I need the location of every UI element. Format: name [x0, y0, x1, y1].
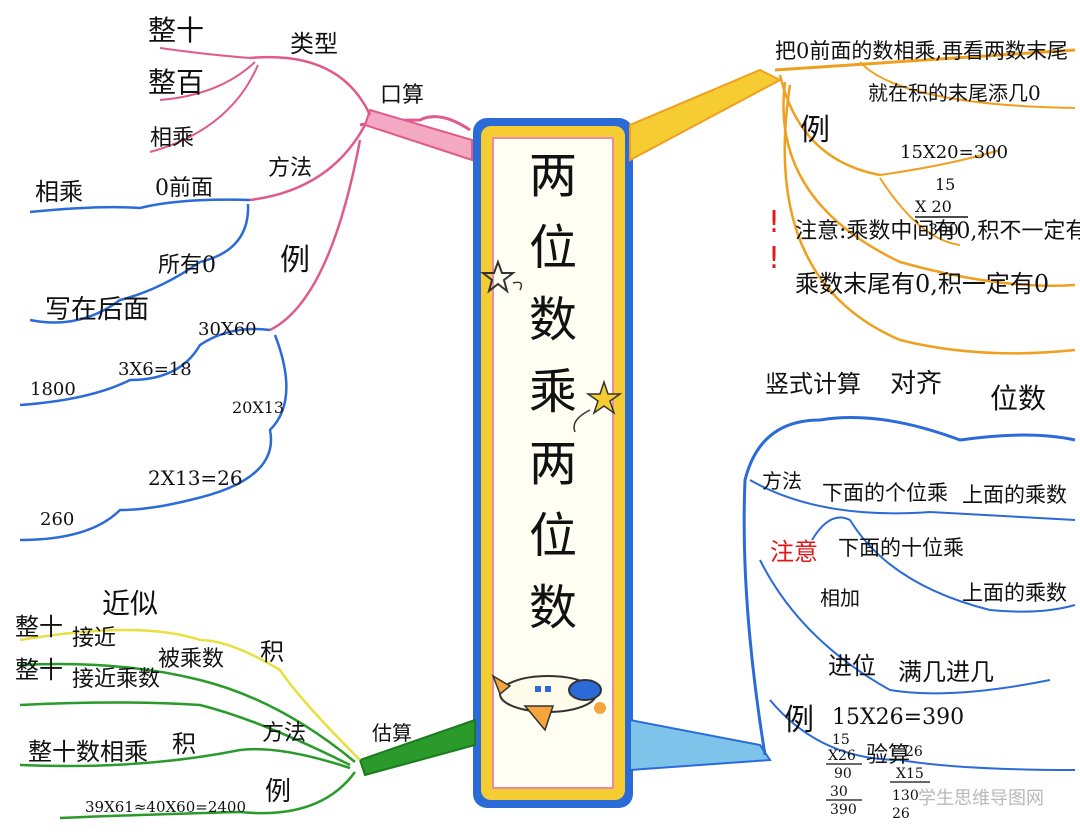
oral-type-label: 类型 [290, 30, 338, 58]
oral-trunk [363, 108, 473, 162]
estimate-branch: 估算 近似 整十 接近 整十 接近乘数 被乘数 积 方法 整十数相乘 积 例 3… [15, 587, 476, 820]
written-add: 相加 [820, 586, 860, 610]
oral-label: 口算 [380, 83, 424, 108]
oral-method-step3: 所有0 [158, 253, 216, 278]
written-vc4: 30 [830, 784, 848, 800]
airplane-icon [491, 674, 606, 732]
oral-method-step4: 写在后面 [45, 295, 149, 325]
written-carry-rule: 满几进几 [898, 658, 994, 686]
oral-type-1: 整十 [148, 14, 204, 47]
written-align-label: 对齐 [890, 369, 942, 399]
zeros-trunk [629, 68, 783, 162]
written-branch: 竖式计算 对齐 位数 方法 下面的个位乘 上面的乘数 下面的十位乘 上面的乘数 … [629, 369, 1076, 822]
oral-type-2: 整百 [148, 66, 204, 99]
watermark: 学生思维导图网 [918, 788, 1044, 809]
warning-mark-icon: ! [768, 241, 780, 276]
oral-branch: 口算 类型 整十 整百 相乘 方法 0前面 相乘 所有0 写在后面 例 30X6… [19, 14, 473, 542]
written-m2: 下面的十位乘 [838, 536, 964, 560]
written-digit-label: 位数 [990, 382, 1046, 415]
oral-ex1-ans: 1800 [30, 379, 76, 400]
zeros-rule1: 把0前面的数相乘,再看两数末尾 [775, 39, 1068, 63]
oral-type-3: 相乘 [150, 126, 194, 151]
written-check-label: 验算 [866, 743, 910, 768]
center-title-char: 数 [529, 580, 577, 636]
written-vc2: X26 [828, 748, 856, 764]
estimate-method-text: 整十数相乘 [28, 738, 148, 766]
zeros-note2: 乘数末尾有0,积一定有0 [795, 270, 1049, 298]
estimate-r2b: 接近乘数 [72, 667, 160, 692]
written-example-label: 例 [784, 703, 814, 738]
zeros-v-a: 15 [935, 175, 955, 194]
written-vc3: 90 [834, 766, 852, 782]
oral-ex2-ans: 260 [40, 509, 74, 530]
zeros-v-b: X 20 [915, 197, 952, 216]
star-icon [480, 259, 516, 294]
estimate-trunk [358, 718, 476, 777]
zeros-branch: 把0前面的数相乘,再看两数末尾 就在积的末尾添几0 例 15X20=300 15… [629, 39, 1080, 355]
oral-ex1-q: 30X60 [198, 319, 257, 340]
estimate-product-label: 积 [260, 638, 284, 666]
zeros-v-c: 300 [928, 220, 959, 239]
zeros-example-eq: 15X20=300 [900, 142, 1008, 163]
oral-method-step1: 0前面 [155, 176, 213, 201]
center-title-char: 数 [529, 292, 577, 348]
estimate-method-label: 方法 [262, 721, 306, 746]
written-label: 竖式计算 [765, 370, 861, 398]
estimate-r1b: 接近 [72, 626, 116, 651]
center-title-char: 两 [529, 436, 577, 492]
written-trunk [629, 718, 772, 772]
estimate-multiplicand: 被乘数 [158, 647, 224, 672]
written-vd4: 26 [892, 806, 910, 822]
estimate-example-label: 例 [265, 777, 291, 807]
oral-example-label: 例 [280, 243, 310, 278]
written-warn-label: 注意 [770, 538, 818, 566]
written-m1r: 上面的乘数 [962, 483, 1067, 507]
oral-method-label: 方法 [268, 156, 312, 181]
written-vd3: 130 [892, 788, 919, 804]
written-vc1: 15 [832, 732, 850, 748]
written-method-label: 方法 [762, 469, 802, 493]
oral-ex2-step: 2X13=26 [148, 466, 243, 490]
center-title-char: 乘 [529, 364, 577, 420]
written-vd2: X15 [896, 766, 924, 782]
star-icon [585, 379, 623, 415]
written-ex-eq: 15X26=390 [832, 705, 964, 730]
center-title-char: 位 [529, 508, 577, 564]
warning-mark-icon: ! [768, 205, 780, 240]
written-vc5: 390 [830, 802, 857, 818]
zeros-note1: 注意:乘数中间有0,积不一定有 [795, 219, 1080, 244]
written-m1: 下面的个位乘 [822, 481, 948, 505]
center-title-char: 位 [529, 220, 577, 276]
estimate-r1a: 整十 [15, 613, 63, 641]
estimate-approx-label: 近似 [102, 587, 158, 620]
estimate-r2a: 整十 [15, 656, 63, 684]
estimate-method-product: 积 [172, 730, 196, 758]
estimate-example-eq: 39X61≈40X60=2400 [85, 798, 246, 816]
oral-method-step2: 相乘 [35, 178, 83, 206]
zeros-example-label: 例 [800, 113, 830, 148]
center-title-char: 两 [529, 148, 577, 204]
written-carry: 进位 [828, 652, 876, 680]
oral-ex1-step: 3X6=18 [118, 359, 192, 380]
written-vd1: 26 [905, 744, 923, 760]
oral-ex2-q: 20X13 [232, 398, 284, 417]
zeros-rule2: 就在积的末尾添几0 [868, 81, 1041, 105]
written-m2r: 上面的乘数 [962, 581, 1067, 605]
estimate-label: 估算 [372, 721, 412, 745]
